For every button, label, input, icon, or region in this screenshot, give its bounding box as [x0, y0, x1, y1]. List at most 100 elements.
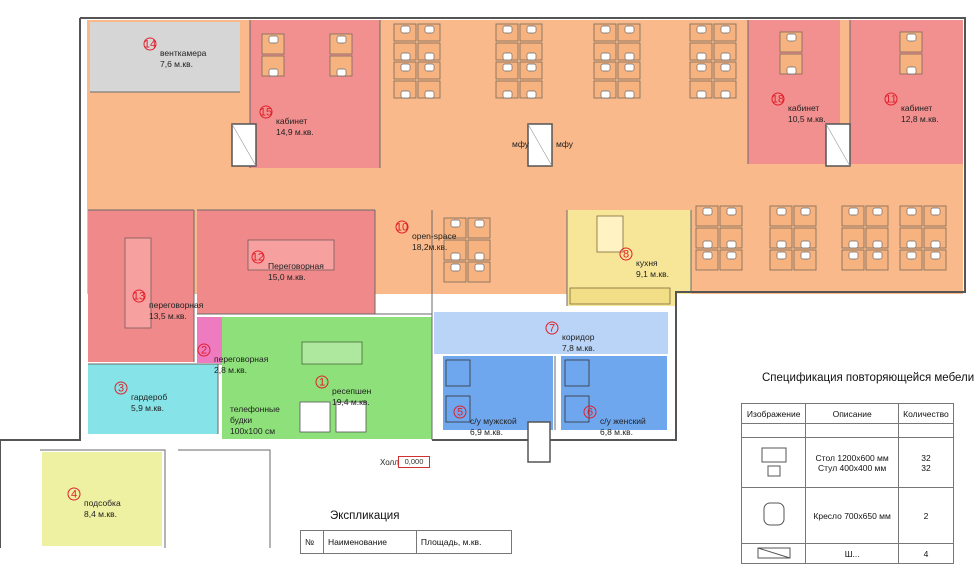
storage-wall-2 [178, 449, 271, 548]
spec-title: Спецификация повторяющейся мебели [762, 372, 975, 384]
chair [930, 207, 941, 216]
room-name: переговорная [149, 300, 204, 310]
room-number-circle [67, 487, 81, 501]
chair [776, 251, 787, 260]
chair [450, 252, 461, 261]
room-name: Переговорная [268, 261, 324, 271]
room-number-circle [143, 37, 157, 51]
chair [776, 240, 787, 249]
outer-wall [80, 17, 966, 441]
room-area: 10,5 м.кв. [788, 114, 826, 124]
room-name: кабинет [276, 116, 307, 126]
chair [786, 33, 797, 42]
wc-female-zone [561, 356, 667, 430]
desk [779, 31, 803, 53]
room-number-circle [771, 92, 785, 106]
chair [450, 263, 461, 272]
spec-spacer-row [740, 423, 955, 438]
desk [695, 249, 719, 271]
booth-caption-2: будки [230, 415, 252, 425]
booth-caption-3: 100х100 см [230, 426, 275, 436]
chair [424, 52, 435, 61]
room-number: 14 [144, 39, 156, 51]
chair [848, 207, 859, 216]
explication-header: № [300, 530, 324, 554]
room-number-circle [132, 289, 146, 303]
room-area: 6,8 м.кв. [600, 427, 633, 437]
chair [600, 25, 611, 34]
room-number: 2 [201, 345, 207, 357]
chair [624, 63, 635, 72]
room-name: с/у женский [600, 416, 646, 426]
chair [474, 219, 485, 228]
kitchen-counter [569, 287, 671, 305]
chair [720, 52, 731, 61]
room-number-circle [114, 381, 128, 395]
chair [848, 251, 859, 260]
spec-header: Изображение [740, 403, 807, 424]
hall-level-mark: 0,000 [398, 456, 430, 468]
booth-caption-1: телефонные [230, 404, 280, 414]
desk [467, 261, 491, 283]
reception-desk [301, 341, 363, 365]
chair [906, 33, 917, 42]
chair [720, 25, 731, 34]
chair [800, 251, 811, 260]
explication-header: Наименование [323, 530, 417, 554]
meeting-table-12 [247, 239, 335, 271]
chair [502, 63, 513, 72]
chair [624, 52, 635, 61]
chair [336, 35, 347, 44]
hall-label: Холл [380, 458, 399, 467]
chair [776, 207, 787, 216]
corridor-zone [434, 312, 668, 354]
desk [719, 205, 743, 227]
chair [268, 35, 279, 44]
chair [696, 90, 707, 99]
room-area: 14,9 м.кв. [276, 127, 314, 137]
room-number: 10 [396, 222, 408, 234]
desk [261, 33, 285, 55]
desk [695, 205, 719, 227]
room-area: 7,8 м.кв. [562, 343, 595, 353]
room-number-circle [315, 375, 329, 389]
chair [702, 240, 713, 249]
room-number-circle [453, 405, 467, 419]
chair [526, 63, 537, 72]
room-number-circle [251, 250, 265, 264]
room-area: 8,4 м.кв. [84, 509, 117, 519]
chair [624, 25, 635, 34]
column-hatch [231, 123, 257, 167]
explication-table: № Наименование Площадь, м.кв. [300, 530, 513, 554]
chair [696, 52, 707, 61]
chair [696, 25, 707, 34]
desk [769, 205, 793, 227]
spec-row: Кресло 700x650 мм 2 [740, 487, 955, 544]
room-number-circle [619, 247, 633, 261]
chair [424, 90, 435, 99]
desk [899, 205, 923, 227]
room-area: 6,9 м.кв. [470, 427, 503, 437]
room-area: 18,2м.кв. [412, 242, 447, 252]
room-name: кабинет [901, 103, 932, 113]
chair [848, 240, 859, 249]
spec-image-desk [740, 437, 807, 488]
chair [474, 252, 485, 261]
chair [336, 68, 347, 77]
chair [600, 63, 611, 72]
chair [720, 90, 731, 99]
vent-room-zone [90, 22, 240, 92]
chair [502, 90, 513, 99]
room-number: 4 [71, 489, 77, 501]
room-number: 1 [319, 377, 325, 389]
chair [906, 251, 917, 260]
